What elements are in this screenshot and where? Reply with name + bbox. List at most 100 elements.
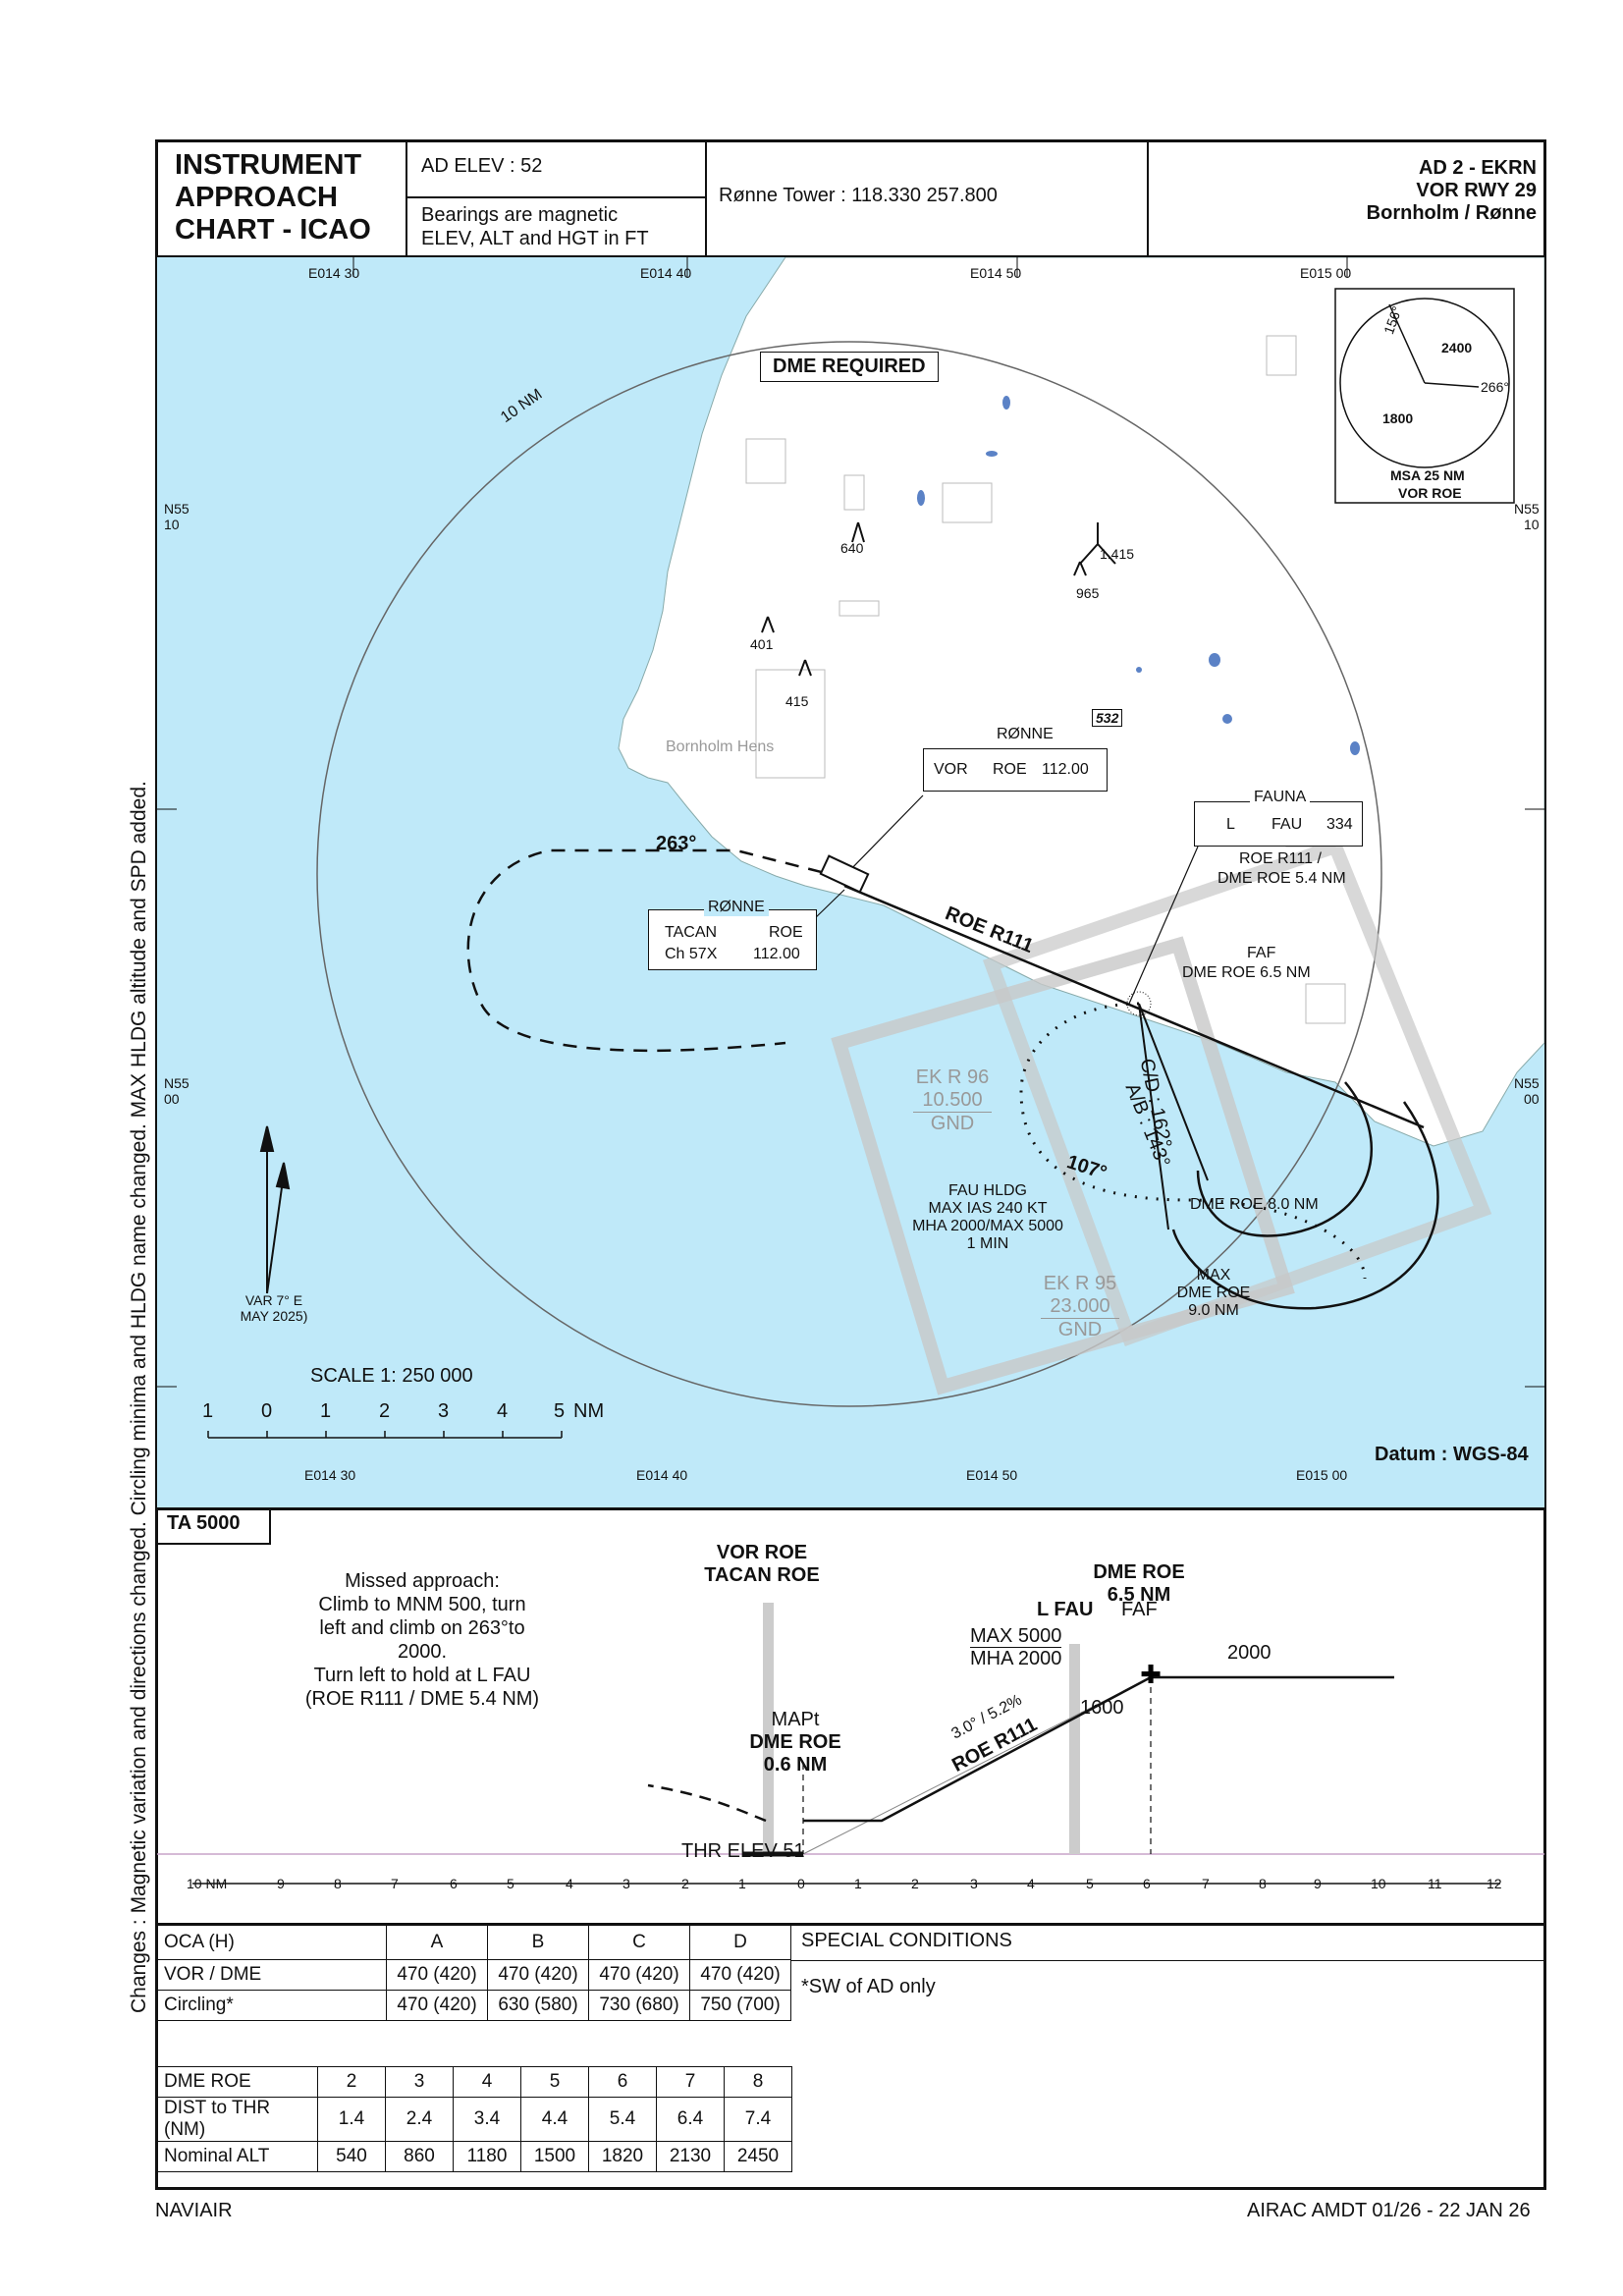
scale-tick-5: 5 [554, 1400, 566, 1422]
vor-profile-1: VOR ROE [716, 1542, 808, 1563]
missed-line-4: Turn left to hold at L FAU [313, 1665, 531, 1686]
lon-top-1: E014 30 [308, 265, 360, 281]
lfau-label: L FAU [1037, 1599, 1094, 1620]
lon-bottom-1: E014 30 [304, 1467, 356, 1483]
mapt-3: 0.6 NM [763, 1754, 828, 1776]
faf-profile-head: DME ROE 6.5 NM [1090, 1561, 1188, 1607]
scale-tick-3: 3 [438, 1400, 450, 1422]
axis-label-21: 11 [1428, 1876, 1442, 1891]
outbound-leg-ab [1138, 1003, 1209, 1181]
lfau-tower-bar [1069, 1644, 1080, 1854]
tacan-leader [812, 889, 845, 921]
minima-circling-d: 750 (700) [689, 1990, 791, 2021]
lat-ll-min: 00 [164, 1091, 180, 1107]
ad-identifier: AD 2 - EKRN [1418, 157, 1537, 179]
lon-bottom-3: E014 50 [966, 1467, 1018, 1483]
faf-symbol [1126, 991, 1152, 1016]
vor-info-box: RØNNE VOR ROE 112.00 [923, 726, 1108, 792]
obstacle-symbols [761, 521, 1116, 677]
vor-tower-bar [763, 1603, 774, 1854]
vor-frequency: 112.00 [1042, 761, 1089, 778]
max-limit-3: 9.0 NM [1188, 1302, 1239, 1319]
minima-header-b: B [487, 1925, 589, 1960]
dme-row-alt: Nominal ALT 540 860 1180 1500 1820 2130 … [157, 2141, 792, 2172]
final-approach-track [843, 884, 1425, 1129]
missed-track-label: 263° [656, 833, 697, 854]
lakes [917, 396, 1360, 755]
final-approach-profile [803, 1675, 1394, 1823]
axis-label-11: 1 [854, 1876, 862, 1891]
chart-type-1: INSTRUMENT [175, 149, 362, 181]
alt-cell: 860 [385, 2141, 454, 2172]
fauna-frequency: 334 [1326, 816, 1353, 833]
lon-bottom-4: E015 00 [1296, 1467, 1348, 1483]
mapt-2: DME ROE [749, 1731, 841, 1753]
datum-label: Datum : WGS-84 [1375, 1444, 1529, 1465]
vor-type: VOR [934, 761, 968, 778]
tower-frequency: Rønne Tower : 118.330 257.800 [719, 185, 998, 206]
axis-label-16: 6 [1143, 1876, 1151, 1891]
max-limit-label: MAX DME ROE 9.0 NM [1155, 1267, 1272, 1320]
scale-tick-1b: 1 [320, 1400, 332, 1422]
aerodrome-location: Bornholm / Rønne [1366, 202, 1537, 224]
lat-ul-deg: N55 [164, 501, 189, 517]
dist-cell: 6.4 [656, 2097, 725, 2142]
fauna-ident: FAU [1271, 816, 1303, 833]
variation-label: VAR 7° E MAY 2025) [240, 1292, 308, 1324]
axis-label-15: 5 [1086, 1876, 1094, 1891]
vor-profile-2: TACAN ROE [704, 1564, 820, 1586]
spot-elevation: 532 [1092, 709, 1123, 727]
holding-info: FAU HLDG MAX IAS 240 KT MHA 2000/MAX 500… [890, 1182, 1086, 1253]
lat-lr-deg: N55 [1514, 1075, 1540, 1091]
lon-bottom-2: E014 40 [636, 1467, 688, 1483]
lon-top-2: E014 40 [640, 265, 692, 281]
ek-r-96-label: EK R 96 10.500 GND [913, 1066, 992, 1135]
axis-label-6: 4 [566, 1876, 573, 1891]
missed-approach-text: Missed approach: Climb to MNM 500, turn … [295, 1569, 550, 1711]
axis-label-12: 2 [911, 1876, 919, 1891]
minima-circling-c: 730 (680) [588, 1990, 690, 2021]
chart-type-cell: INSTRUMENT APPROACH CHART - ICAO [155, 139, 407, 255]
max-limit-2: DME ROE [1176, 1285, 1251, 1301]
glide-path-reference [802, 1676, 1152, 1855]
axis-label-18: 8 [1259, 1876, 1267, 1891]
variation-date: MAY 2025) [240, 1308, 308, 1324]
alt-cell: 1820 [588, 2141, 657, 2172]
outbound-leg-cd [1138, 1003, 1169, 1230]
axis-label-7: 3 [622, 1876, 630, 1891]
lon-top-4: E015 00 [1300, 265, 1352, 281]
lat-ur-min: 10 [1524, 517, 1540, 532]
transition-altitude: TA 5000 [155, 1507, 271, 1545]
alt-cell: 2450 [724, 2141, 792, 2172]
chart-header: INSTRUMENT APPROACH CHART - ICAO AD ELEV… [155, 139, 1546, 255]
axis-label-20: 10 [1371, 1876, 1386, 1891]
scale-tick-0: 0 [261, 1400, 273, 1422]
missed-line-5: (ROE R111 / DME 5.4 NM) [304, 1688, 540, 1710]
minima-circling-b: 630 (580) [487, 1990, 589, 2021]
msa-label-1: MSA 25 NM [1390, 467, 1465, 483]
dme-cell: 5 [520, 2066, 589, 2098]
minima-row-vordme: VOR / DME 470 (420) 470 (420) 470 (420) … [157, 1959, 791, 1991]
minima-vordme-d: 470 (420) [689, 1959, 791, 1991]
axis-label-9: 1 [738, 1876, 746, 1891]
tacan-name: RØNNE [704, 899, 769, 916]
dme-cell: 2 [317, 2066, 386, 2098]
map-profile-rule [155, 1507, 1546, 1510]
obstacle-401: 401 [750, 636, 774, 652]
dist-cell: 5.4 [588, 2097, 657, 2142]
alt-cell: 2130 [656, 2141, 725, 2172]
dme-distance-table: DME ROE 2 3 4 5 6 7 8 DIST to THR (NM) 1… [157, 2066, 792, 2172]
chart-frame [155, 139, 1546, 2190]
alt-cell: 1500 [520, 2141, 589, 2172]
missed-approach-profile [647, 1783, 767, 1823]
fauna-fix-2: DME ROE 5.4 NM [1217, 870, 1346, 887]
dist-cell: 7.4 [724, 2097, 792, 2142]
special-conditions-title: SPECIAL CONDITIONS [801, 1930, 1012, 1951]
lat-lr-min: 00 [1524, 1091, 1540, 1107]
max-limit-1: MAX [1196, 1267, 1231, 1284]
dist-cell: 3.4 [453, 2097, 521, 2142]
scale-tick-2: 2 [379, 1400, 391, 1422]
fauna-fix-1: ROE R111 / [1239, 850, 1322, 867]
publisher: NAVIAIR [155, 2200, 233, 2221]
alt-row-label: Nominal ALT [157, 2141, 318, 2172]
